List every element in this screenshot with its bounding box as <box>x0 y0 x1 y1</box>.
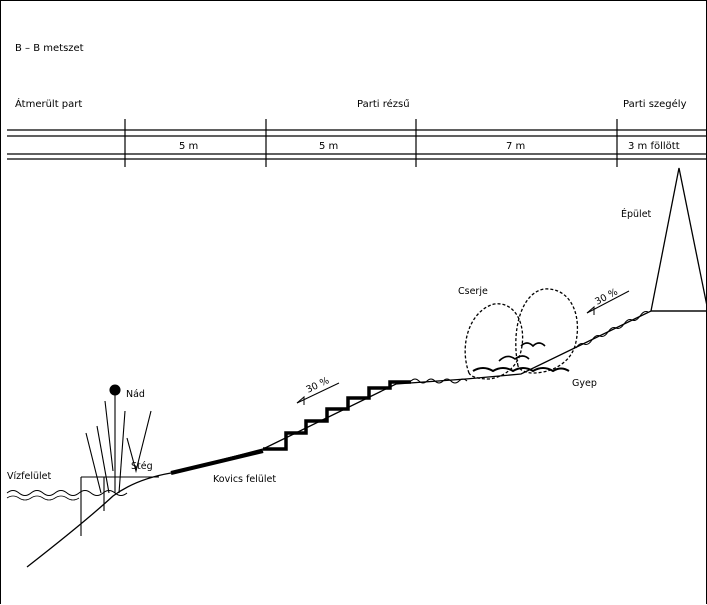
ground-profile <box>26 310 707 568</box>
slope-arrow-2 <box>586 290 630 315</box>
grass-line <box>410 378 468 384</box>
slope-label-2: 30 % <box>593 287 619 308</box>
grass-label: Gyep <box>572 378 597 389</box>
zone-label-left: Átmerült part <box>15 97 82 110</box>
building-icon <box>650 167 707 312</box>
water-label: Vízfelület <box>7 471 51 482</box>
building-label: Épület <box>621 208 652 220</box>
reed-icon <box>85 384 152 494</box>
water-surface-2 <box>6 495 80 501</box>
shrub-label: Cserje <box>458 286 488 297</box>
dimension-4: 3 m föllött <box>628 141 680 152</box>
reed-label: Nád <box>126 389 145 400</box>
dimension-3: 7 m <box>506 141 525 152</box>
section-title: B – B metszet <box>15 43 84 54</box>
jetty-label: Stég <box>131 461 153 472</box>
grass-slope-line <box>575 311 649 349</box>
zone-label-right: Parti szegély <box>623 98 687 110</box>
dimension-1: 5 m <box>179 141 198 152</box>
shrub-icon <box>464 288 579 380</box>
water-surface <box>6 490 128 496</box>
zone-label-middle: Parti rézsű <box>357 98 410 110</box>
dimension-band <box>7 119 707 167</box>
stairs <box>263 380 411 451</box>
gravel-label: Kovics felület <box>213 474 276 485</box>
slope-arrow-1 <box>296 382 340 405</box>
dimension-2: 5 m <box>319 141 338 152</box>
gravel-surface <box>170 449 264 475</box>
